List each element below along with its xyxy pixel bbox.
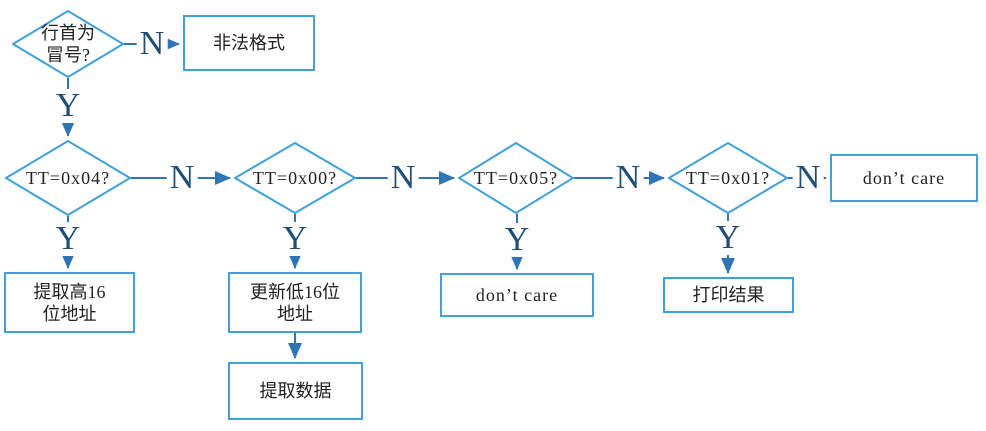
branch-label-y2: Y [52,222,84,256]
process-dont-care-end: don’t care [830,154,978,202]
branch-label-n1: N [136,27,168,61]
diamond-shape [234,142,356,214]
process-extract-data: 提取数据 [228,362,363,420]
branch-label-n2: N [166,161,198,195]
process-label: 提取数据 [259,381,332,401]
branch-label-n5: N [792,161,824,195]
process-label: 非法格式 [213,33,285,53]
branch-label-y1: Y [52,89,84,123]
process-update-low-address: 更新低16位 地址 [228,272,362,333]
branch-label-n3: N [387,161,419,195]
branch-label-n4: N [612,161,644,195]
decision-tt-0x00: TT=0x00? [234,142,356,214]
branch-label-y5: Y [712,221,744,255]
decision-line-starts-with-colon: 行首为 冒号? [12,10,124,78]
decision-tt-0x04: TT=0x04? [5,140,131,216]
process-label: don’t care [862,168,946,188]
process-label: 更新低16位 地址 [250,281,340,324]
diamond-shape [5,140,131,216]
decision-tt-0x01: TT=0x01? [668,142,788,214]
decision-label: 行首为 冒号? [41,23,95,65]
process-label: 提取高16 位地址 [33,281,106,324]
process-extract-high-address: 提取高16 位地址 [4,272,135,333]
process-label: 打印结果 [692,285,765,305]
branch-label-y3: Y [279,222,311,256]
diamond-shape [12,10,124,78]
branch-label-y4: Y [501,223,533,257]
process-label: don’t care [475,285,559,305]
process-print-result: 打印结果 [663,277,794,313]
decision-label: TT=0x05? [473,168,559,188]
decision-tt-0x05: TT=0x05? [458,142,574,214]
decision-label: TT=0x04? [25,168,111,188]
decision-label: TT=0x00? [252,168,338,188]
diamond-shape [668,142,788,214]
process-illegal-format: 非法格式 [183,15,315,71]
decision-label: TT=0x01? [685,168,771,188]
process-dont-care-mid: don’t care [440,273,594,317]
diamond-shape [458,142,574,214]
